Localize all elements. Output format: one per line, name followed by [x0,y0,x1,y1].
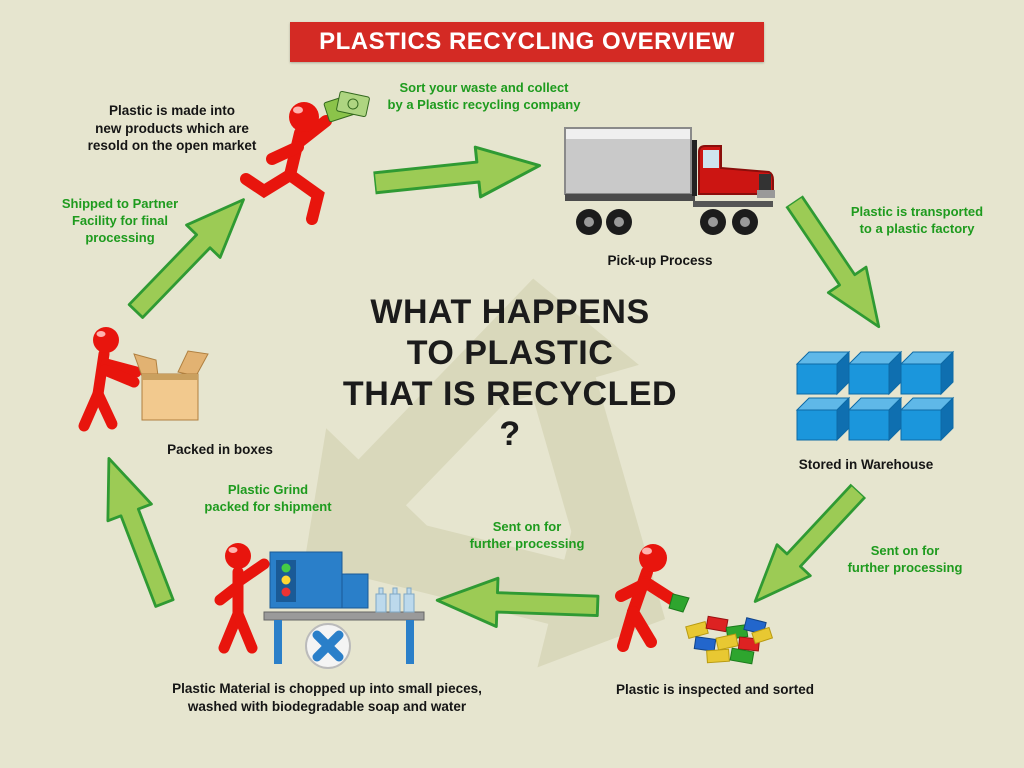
money-notes-icon [323,90,370,123]
label-grind: Plastic Grind packed for shipment [204,482,332,514]
label-pickup-process: Pick-up Process [607,253,713,268]
label-inspected: Plastic is inspected and sorted [615,682,815,697]
shredder-machine-icon [214,543,425,669]
wash-x-badge-icon [305,623,351,669]
label-sent-middle: Sent on for further processing [469,519,585,551]
running-figure-icon [240,102,332,225]
packing-figure-icon [78,327,209,432]
cycle-arrow-warehouse-to-inspect [753,483,867,603]
label-chopped: Plastic Material is chopped up into smal… [172,681,482,714]
label-transport: Plastic is transported to a plastic fact… [850,204,984,236]
cardboard-box-icon [133,350,209,421]
label-sort-collect: Sort your waste and collect by a Plastic… [387,80,581,112]
cycle-arrow-boxes-to-products [127,198,245,319]
plastic-pile-icon [685,615,774,665]
label-warehouse: Stored in Warehouse [798,457,934,472]
label-sent-right: Sent on for further processing [847,543,963,575]
cycle-arrow-inspect-to-shredder [435,576,600,628]
warehouse-cubes-icon [796,351,954,441]
cycle-arrow-shredder-to-boxes [106,457,175,608]
banner-title: PLASTICS RECYCLING OVERVIEW [319,28,735,55]
label-shipped: Shipped to Partner Facility for final pr… [61,196,179,245]
sorting-figure-icon [615,544,774,665]
title-banner: PLASTICS RECYCLING OVERVIEW [290,22,764,62]
cycle-arrow-truck-to-warehouse [785,194,881,329]
cycle-arrow-collect-to-truck [371,145,542,199]
truck-icon [564,127,775,235]
conveyor-icon [263,611,425,664]
label-packed: Packed in boxes [167,442,273,457]
label-new-products: Plastic is made into new products which … [87,103,257,154]
center-question: WHAT HAPPENS TO PLASTIC THAT IS RECYCLED… [342,293,678,454]
